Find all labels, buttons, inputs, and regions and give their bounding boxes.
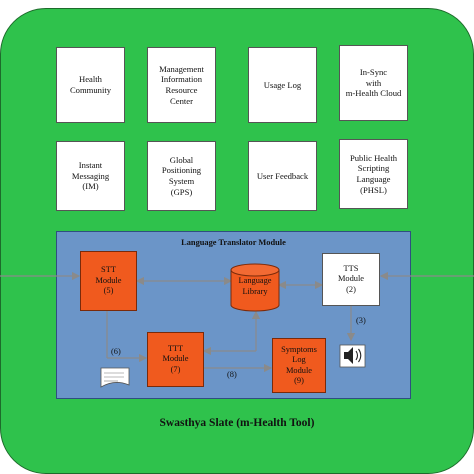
edge-label-8: (8) [227, 370, 237, 379]
gps-box: Global Positioning System (GPS) [147, 141, 216, 211]
health-community-box: Health Community [56, 47, 125, 123]
mirc-box: Management Information Resource Center [147, 47, 216, 123]
in-sync-box: In-Sync with m-Health Cloud [339, 45, 408, 121]
translator-title: Language Translator Module [181, 238, 286, 247]
symptoms-log-module: Symptoms Log Module (9) [272, 338, 326, 393]
edge-label-6: (6) [111, 347, 121, 356]
ttt-module: TTT Module (7) [147, 332, 204, 387]
stt-module: STT Module (5) [80, 251, 137, 311]
tts-module: TTS Module (2) [322, 253, 380, 306]
user-feedback-box: User Feedback [248, 141, 317, 211]
edge-label-3: (3) [356, 316, 366, 325]
language-library-label: Language Library [238, 276, 272, 296]
document-icon [100, 367, 130, 388]
phsl-box: Public Health Scripting Language (PHSL) [339, 139, 408, 209]
usage-log-box: Usage Log [248, 47, 317, 123]
instant-messaging-box: Instant Messaging (IM) [56, 141, 125, 211]
speaker-icon [339, 344, 366, 368]
language-library-cylinder [230, 263, 280, 312]
diagram-title: Swasthya Slate (m-Health Tool) [159, 417, 315, 429]
